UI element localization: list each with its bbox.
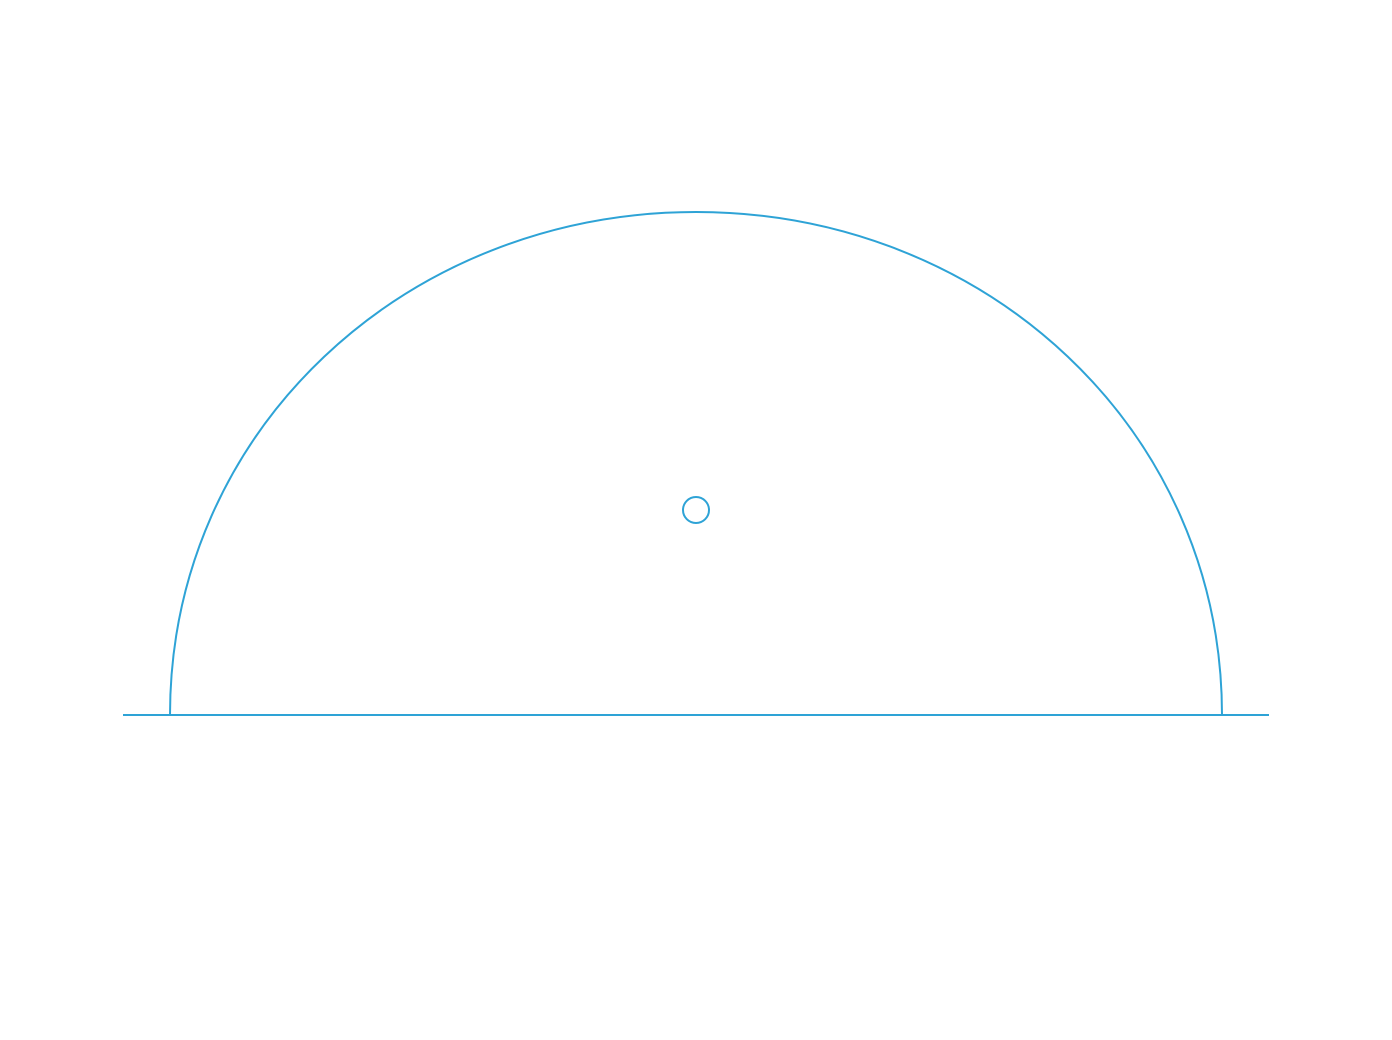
semicircle-arc [169,211,1223,716]
center-point-marker [682,496,710,524]
semicircle-diagram [123,211,1269,716]
